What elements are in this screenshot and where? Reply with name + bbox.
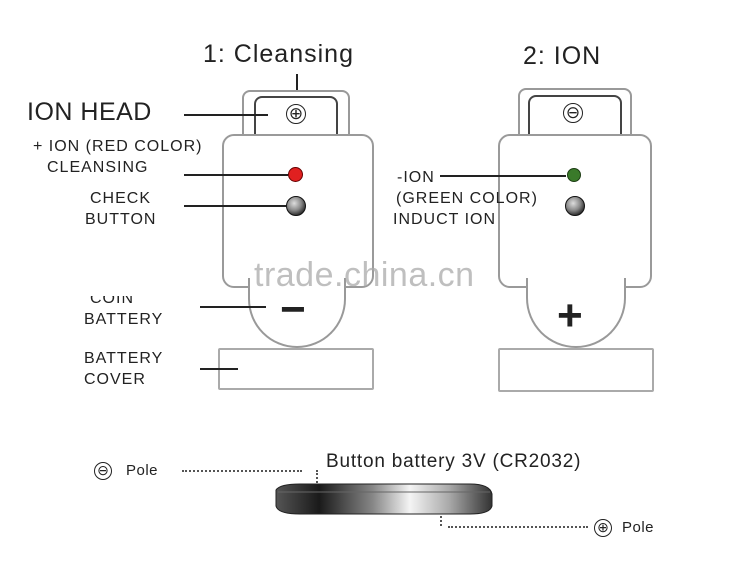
ion-head-leader [184,114,268,116]
green-ion-leader [440,175,566,177]
battery-title: Button battery 3V (CR2032) [326,451,582,472]
plus-circle-icon: ⊕ [286,104,306,124]
red-led-icon [288,167,303,182]
battery-cover-1 [218,348,374,390]
positive-pole-leader-rise [440,516,452,526]
battery-cover-2 [498,348,654,392]
check-button-icon [286,196,306,216]
ion-head-label: ION HEAD [27,98,152,126]
negative-pole-label: Pole [126,462,159,479]
check-leader [184,205,286,207]
check-label-2: BUTTON [85,211,157,228]
cover-label-1: BATTERY [84,350,164,367]
red-ion-label-1: + ION (RED COLOR) [33,138,203,155]
negative-pole-icon: ⊖ [94,462,112,480]
positive-pole-label: Pole [622,519,655,536]
negative-pole-leader-drop [302,470,318,486]
minus-circle-icon: ⊖ [563,103,583,123]
green-ion-label-2: (GREEN COLOR) [396,190,538,207]
green-ion-label-1: -ION [397,169,435,186]
coin-label-1: COIN [90,290,134,307]
red-ion-label-2: CLEANSING [47,159,149,176]
coin-leader [200,306,266,308]
title-pointer-line [296,74,298,90]
panel1-title: 1: Cleansing [203,40,354,68]
button-battery-icon [275,483,493,515]
positive-pole-icon: ⊕ [594,519,612,537]
watermark: trade.china.cn [254,256,475,294]
negative-pole-leader [182,470,302,472]
cover-leader [200,368,238,370]
plus-symbol-icon: + [557,291,583,340]
check-label-1: CHECK [90,190,152,207]
minus-symbol-icon: − [280,285,306,334]
red-ion-leader [184,174,288,176]
cover-label-2: COVER [84,371,146,388]
coin-label-2: BATTERY [84,311,164,328]
positive-pole-leader [448,526,588,528]
green-ion-label-3: INDUCT ION [393,211,497,228]
green-led-icon [567,168,581,182]
check-button-icon-2 [565,196,585,216]
panel2-title: 2: ION [523,42,602,70]
